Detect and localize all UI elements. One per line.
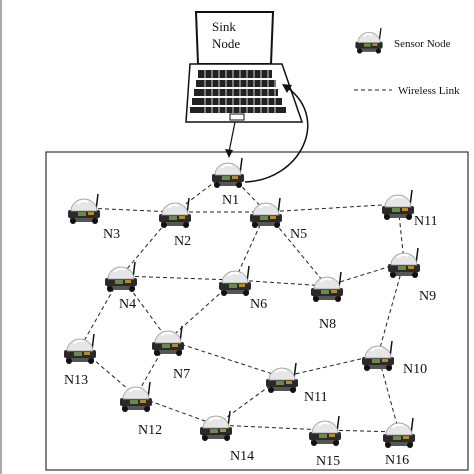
node-label: N13: [64, 373, 88, 388]
wireless-link: [120, 275, 236, 281]
node-label: N7: [173, 367, 190, 382]
sink-label-line2: Node: [212, 36, 240, 51]
wireless-link: [265, 203, 399, 213]
node-label: N2: [174, 234, 191, 249]
sensor-node-n3: [68, 193, 100, 224]
sensor-node-n11b: [266, 362, 298, 393]
wireless-link: [281, 354, 379, 378]
sensor-node-n11a: [382, 189, 414, 220]
legend-sensor-label: Sensor Node: [394, 38, 451, 50]
sensor-node-n5: [250, 197, 282, 228]
sensor-node-n2: [159, 197, 191, 228]
legend: Sensor Node Wireless Link: [354, 28, 460, 97]
wireless-link: [120, 275, 169, 341]
sensor-node-n8: [311, 271, 343, 302]
sensor-node-n1: [212, 157, 244, 188]
sink-label-line1: Sink: [212, 19, 236, 34]
sensor-node-n13: [64, 333, 96, 364]
wireless-link: [79, 347, 137, 397]
sensor-node-n9: [388, 247, 420, 278]
sensor-node-icon: [355, 28, 383, 54]
wireless-link: [397, 203, 405, 263]
node-label: N16: [385, 453, 409, 468]
sensor-node-n7: [152, 325, 184, 356]
node-label: N15: [316, 454, 340, 469]
node-label: N14: [230, 449, 254, 464]
node-label: N9: [419, 289, 436, 304]
node-label: N1: [222, 193, 239, 208]
wireless-link: [234, 211, 267, 281]
sensor-node-n4: [105, 261, 137, 292]
sensor-node-n6: [219, 265, 251, 296]
keyboard: [190, 70, 286, 113]
sensor-nodes: [64, 157, 420, 448]
node-label: N11: [414, 214, 438, 229]
node-label: N8: [319, 317, 336, 332]
node-label: N5: [290, 227, 307, 242]
sensor-node-n16: [383, 417, 415, 448]
sensor-field-frame: [45, 151, 469, 471]
node-label: N6: [250, 297, 267, 312]
sink-downlink-arrow: [225, 121, 236, 158]
node-label: N3: [103, 227, 120, 242]
wireless-link: [167, 339, 283, 378]
wireless-link: [83, 207, 176, 213]
legend-link-label: Wireless Link: [398, 85, 460, 97]
node-label: N12: [138, 423, 162, 438]
legend-sensor-node-icon: [355, 28, 383, 54]
wireless-link: [324, 429, 400, 433]
sensor-node-n12: [120, 381, 152, 412]
wireless-link: [377, 261, 405, 356]
sink-uplink-arrow: [244, 84, 309, 183]
wireless-link: [234, 279, 328, 287]
sensor-node-n14: [200, 410, 232, 441]
sensor-node-n10: [362, 340, 394, 371]
node-label: N11: [304, 390, 328, 405]
node-label: N4: [119, 297, 136, 312]
wireless-link: [215, 424, 326, 431]
sink-node-laptop: Sink Node: [185, 11, 304, 123]
sensor-node-n15: [309, 415, 341, 446]
touchpad: [229, 113, 245, 121]
node-label: N10: [403, 362, 427, 377]
